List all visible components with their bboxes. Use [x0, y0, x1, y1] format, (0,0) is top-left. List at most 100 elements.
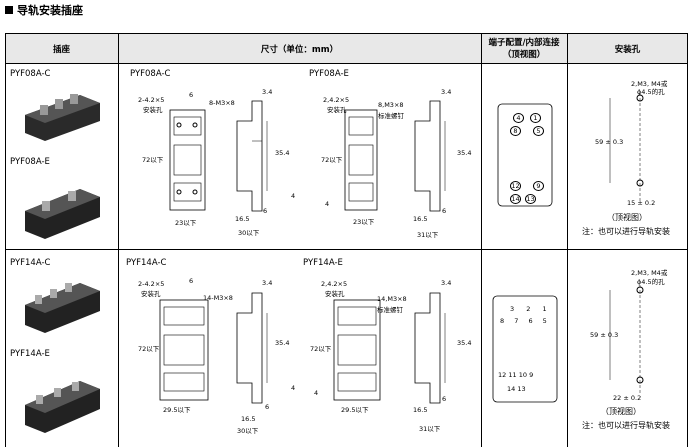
pin-14: 14 [510, 194, 521, 204]
dim-side-30: 30以下 [238, 229, 260, 237]
dim-side-4: 4 [291, 192, 296, 200]
dim-e-side-31: 31以下 [417, 231, 439, 239]
dim2-width: 29.5以下 [163, 406, 191, 414]
dim2-side-top: 3.4 [262, 279, 273, 287]
terminal-diagram-pyf14a [492, 295, 558, 403]
pins-row2: 8 7 6 5 [500, 317, 551, 325]
dim-width-top: 6 [189, 91, 194, 99]
dim-side-16-5: 16.5 [235, 215, 250, 223]
dim2-side-6: 6 [265, 403, 270, 411]
pyf14a-e-front-drawing [333, 299, 381, 401]
dim-e-side-6: 6 [442, 207, 447, 215]
square-bullet-icon [5, 6, 13, 14]
pin-4: 4 [513, 113, 524, 123]
dim2-e-side-6: 6 [442, 395, 447, 403]
mount-height: 59 ± 0.3 [595, 138, 624, 146]
pin-13: 13 [525, 194, 536, 204]
pins-bottom: 14 13 [507, 385, 526, 393]
dim-e-holes-sub: 安装孔 [327, 106, 347, 114]
dim-e-screws-sub: 标准螺钉 [378, 112, 404, 120]
dim2-e-side-top: 3.4 [441, 279, 452, 287]
dim-e-side-top: 3.4 [441, 88, 452, 96]
mount-hole: ϕ4.5的孔 [637, 88, 665, 96]
terminal-diagram-pyf08a [497, 103, 553, 207]
pyf14a-c-front-drawing [159, 299, 209, 401]
dim-side-top: 3.4 [262, 88, 273, 96]
pyf08a-c-side-drawing [236, 100, 268, 212]
mount2-height: 59 ± 0.3 [590, 331, 619, 339]
pin-9: 9 [533, 181, 544, 191]
pyf08a-e-photo [25, 189, 100, 239]
dim-e-4: 4 [325, 200, 330, 208]
dim-e-side-height: 35.4 [457, 149, 472, 157]
mount-hole-drawing-2 [609, 285, 644, 395]
dim-title-pyf08a-c: PYF08A-C [130, 69, 171, 79]
mount-screw: 2,M3, M4或 [631, 80, 668, 88]
pyf14a-c-side-drawing [236, 292, 268, 404]
pyf14a-c-photo [25, 283, 100, 333]
dim2-e-holes-sub: 安装孔 [325, 290, 345, 298]
dim2-width-top: 6 [189, 277, 194, 285]
dim2-side-16-5: 16.5 [241, 415, 256, 423]
dim-e-holes: 2,4.2×5 [323, 96, 350, 104]
dim2-side-4: 4 [291, 384, 296, 392]
mount2-width: 22 ± 0.2 [613, 394, 642, 402]
dim2-e-side-16-5: 16.5 [413, 406, 428, 414]
mount2-view: （顶视图） [601, 407, 641, 416]
socket-table: 插座 尺寸（单位：mm） 端子配置/内部连接（顶视图） 安装孔 PYF08A-C… [5, 33, 688, 447]
dim2-e-holes: 2,4.2×5 [321, 280, 348, 288]
dim2-screws: 14-M3×8 [203, 294, 233, 302]
model-label-pyf08a-e: PYF08A-E [10, 157, 50, 167]
mount-hole-drawing-1 [609, 93, 644, 203]
dim2-side-30: 30以下 [237, 427, 259, 435]
pin-8: 8 [510, 126, 521, 136]
section-title-text: 导轨安装插座 [17, 4, 83, 17]
pyf08a-c-front-drawing [169, 109, 206, 211]
pin-1: 1 [530, 113, 541, 123]
dim2-e-side-31: 31以下 [419, 425, 441, 433]
pyf14a-e-side-drawing [414, 292, 446, 404]
header-socket: 插座 [5, 33, 118, 64]
pins-top: 3 2 1 [510, 305, 552, 313]
dim-side-6: 6 [263, 207, 268, 215]
dim-holes-sub: 安装孔 [143, 106, 163, 114]
mount-view: （顶视图） [607, 213, 647, 222]
dim2-e-screws-sub: 标准螺钉 [377, 306, 403, 314]
mount2-screw: 2,M3, M4或 [631, 269, 668, 277]
header-dimensions: 尺寸（单位：mm） [118, 33, 481, 64]
dim-e-width: 23以下 [353, 218, 375, 226]
model-label-pyf08a-c: PYF08A-C [10, 69, 51, 79]
dim2-side-height: 35.4 [275, 339, 290, 347]
dim2-e-side-height: 35.4 [457, 339, 472, 347]
mount2-hole: ϕ4.5的孔 [637, 278, 665, 286]
pyf14a-e-photo [25, 381, 100, 433]
dim2-e-width: 29.5以下 [341, 406, 369, 414]
dim-e-side-16-5: 16.5 [413, 215, 428, 223]
pin-12: 12 [510, 181, 521, 191]
model-label-pyf14a-e: PYF14A-E [10, 349, 50, 359]
pin-5: 5 [533, 126, 544, 136]
pyf08a-c-photo [25, 94, 100, 141]
dim2-e-4: 4 [314, 389, 319, 397]
dim-side-height: 35.4 [275, 149, 290, 157]
dim-e-height: 72以下 [321, 156, 343, 164]
mount2-note: 注：也可以进行导轨安装 [582, 421, 670, 430]
dim-holes: 2-4.2×5 [138, 96, 165, 104]
dim-title-pyf14a-e: PYF14A-E [303, 258, 343, 268]
header-terminal: 端子配置/内部连接（顶视图） [481, 33, 567, 64]
dim2-height: 72以下 [138, 345, 160, 353]
pyf08a-e-side-drawing [414, 100, 446, 212]
dim2-e-screws: 14,M3×8 [377, 295, 407, 303]
model-label-pyf14a-c: PYF14A-C [10, 258, 51, 268]
dim-height: 72以下 [142, 156, 164, 164]
mount-note: 注：也可以进行导轨安装 [582, 227, 670, 236]
dim-e-screws: 8,M3×8 [378, 101, 404, 109]
section-title: 导轨安装插座 [5, 2, 83, 18]
dim-title-pyf08a-e: PYF08A-E [309, 69, 349, 79]
pins-row3: 12 11 10 9 [498, 371, 534, 379]
header-mounting: 安装孔 [567, 33, 688, 64]
dim2-holes: 2-4.2×5 [138, 280, 165, 288]
dim-screws: 8-M3×8 [209, 99, 235, 107]
dim-width: 23以下 [175, 219, 197, 227]
dim2-holes-sub: 安装孔 [141, 290, 161, 298]
